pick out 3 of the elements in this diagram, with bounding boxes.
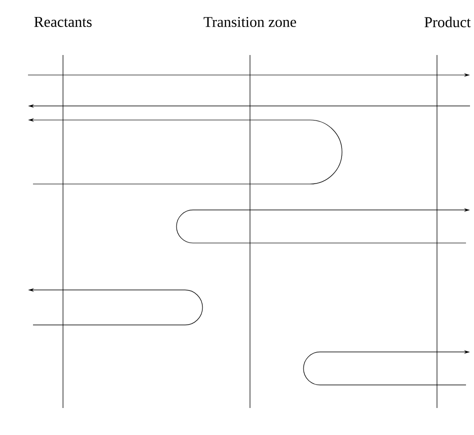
column-heading: Reactants: [34, 17, 92, 27]
column-heading: Transition zone: [204, 16, 296, 28]
column-heading: Product: [424, 16, 471, 28]
